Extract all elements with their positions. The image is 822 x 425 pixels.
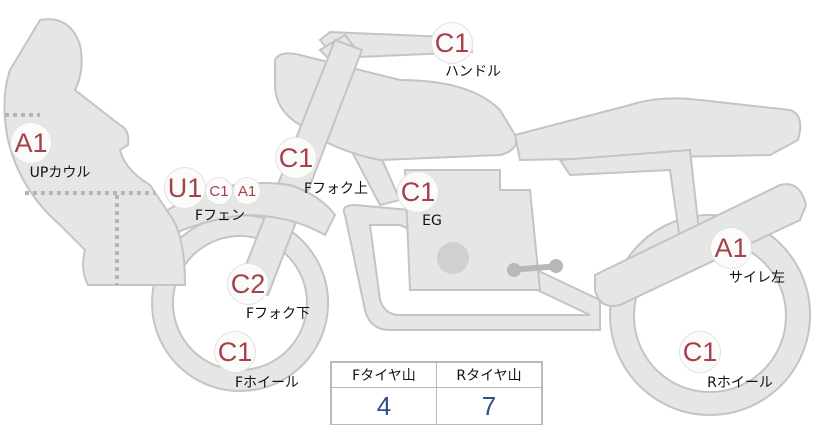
grade-badge-f-fork-upper: C1 <box>275 137 317 179</box>
silencer <box>594 183 808 307</box>
rear-frame <box>558 148 702 241</box>
grade-badge-r-wheel: C1 <box>679 331 721 373</box>
grade-badge-up-cowl: A1 <box>10 122 52 164</box>
label-f-fork-upper: Fフォク上 <box>303 181 369 197</box>
label-f-fender: Fフェン <box>194 208 246 224</box>
grade-badge-handle: C1 <box>431 22 473 64</box>
seat <box>513 97 802 162</box>
value-f-tire-tread: 4 <box>330 387 437 425</box>
header-r-tire-tread: Rタイヤ山 <box>436 361 543 388</box>
label-f-fork-lower: Fフォク下 <box>245 306 311 322</box>
grade-badge-f-fender-extra-2: A1 <box>233 177 261 205</box>
engine-cover <box>437 242 469 274</box>
grade-badge-silencer-left: A1 <box>710 227 752 269</box>
header-f-tire-tread: Fタイヤ山 <box>330 361 437 388</box>
exhaust-pipe <box>342 203 601 331</box>
label-handle: ハンドル <box>445 64 501 80</box>
grade-badge-engine: C1 <box>397 171 439 213</box>
label-engine: EG <box>422 213 442 229</box>
grade-badge-f-fender-extra-1: C1 <box>205 177 233 205</box>
label-up-cowl: UPカウル <box>29 165 91 181</box>
label-r-wheel: Rホイール <box>707 375 773 391</box>
label-f-wheel: Fホイール <box>234 375 300 391</box>
grade-badge-f-fork-lower: C2 <box>227 263 269 305</box>
value-r-tire-tread: 7 <box>436 387 543 425</box>
tire-tread-table: Fタイヤ山 Rタイヤ山 4 7 <box>330 361 543 425</box>
upper-cowl <box>3 18 187 286</box>
label-silencer-left: サイレ左 <box>729 270 785 286</box>
grade-badge-f-wheel: C1 <box>214 331 256 373</box>
grade-badge-f-fender: U1 <box>164 167 206 209</box>
cowl-section-lines <box>5 113 155 285</box>
